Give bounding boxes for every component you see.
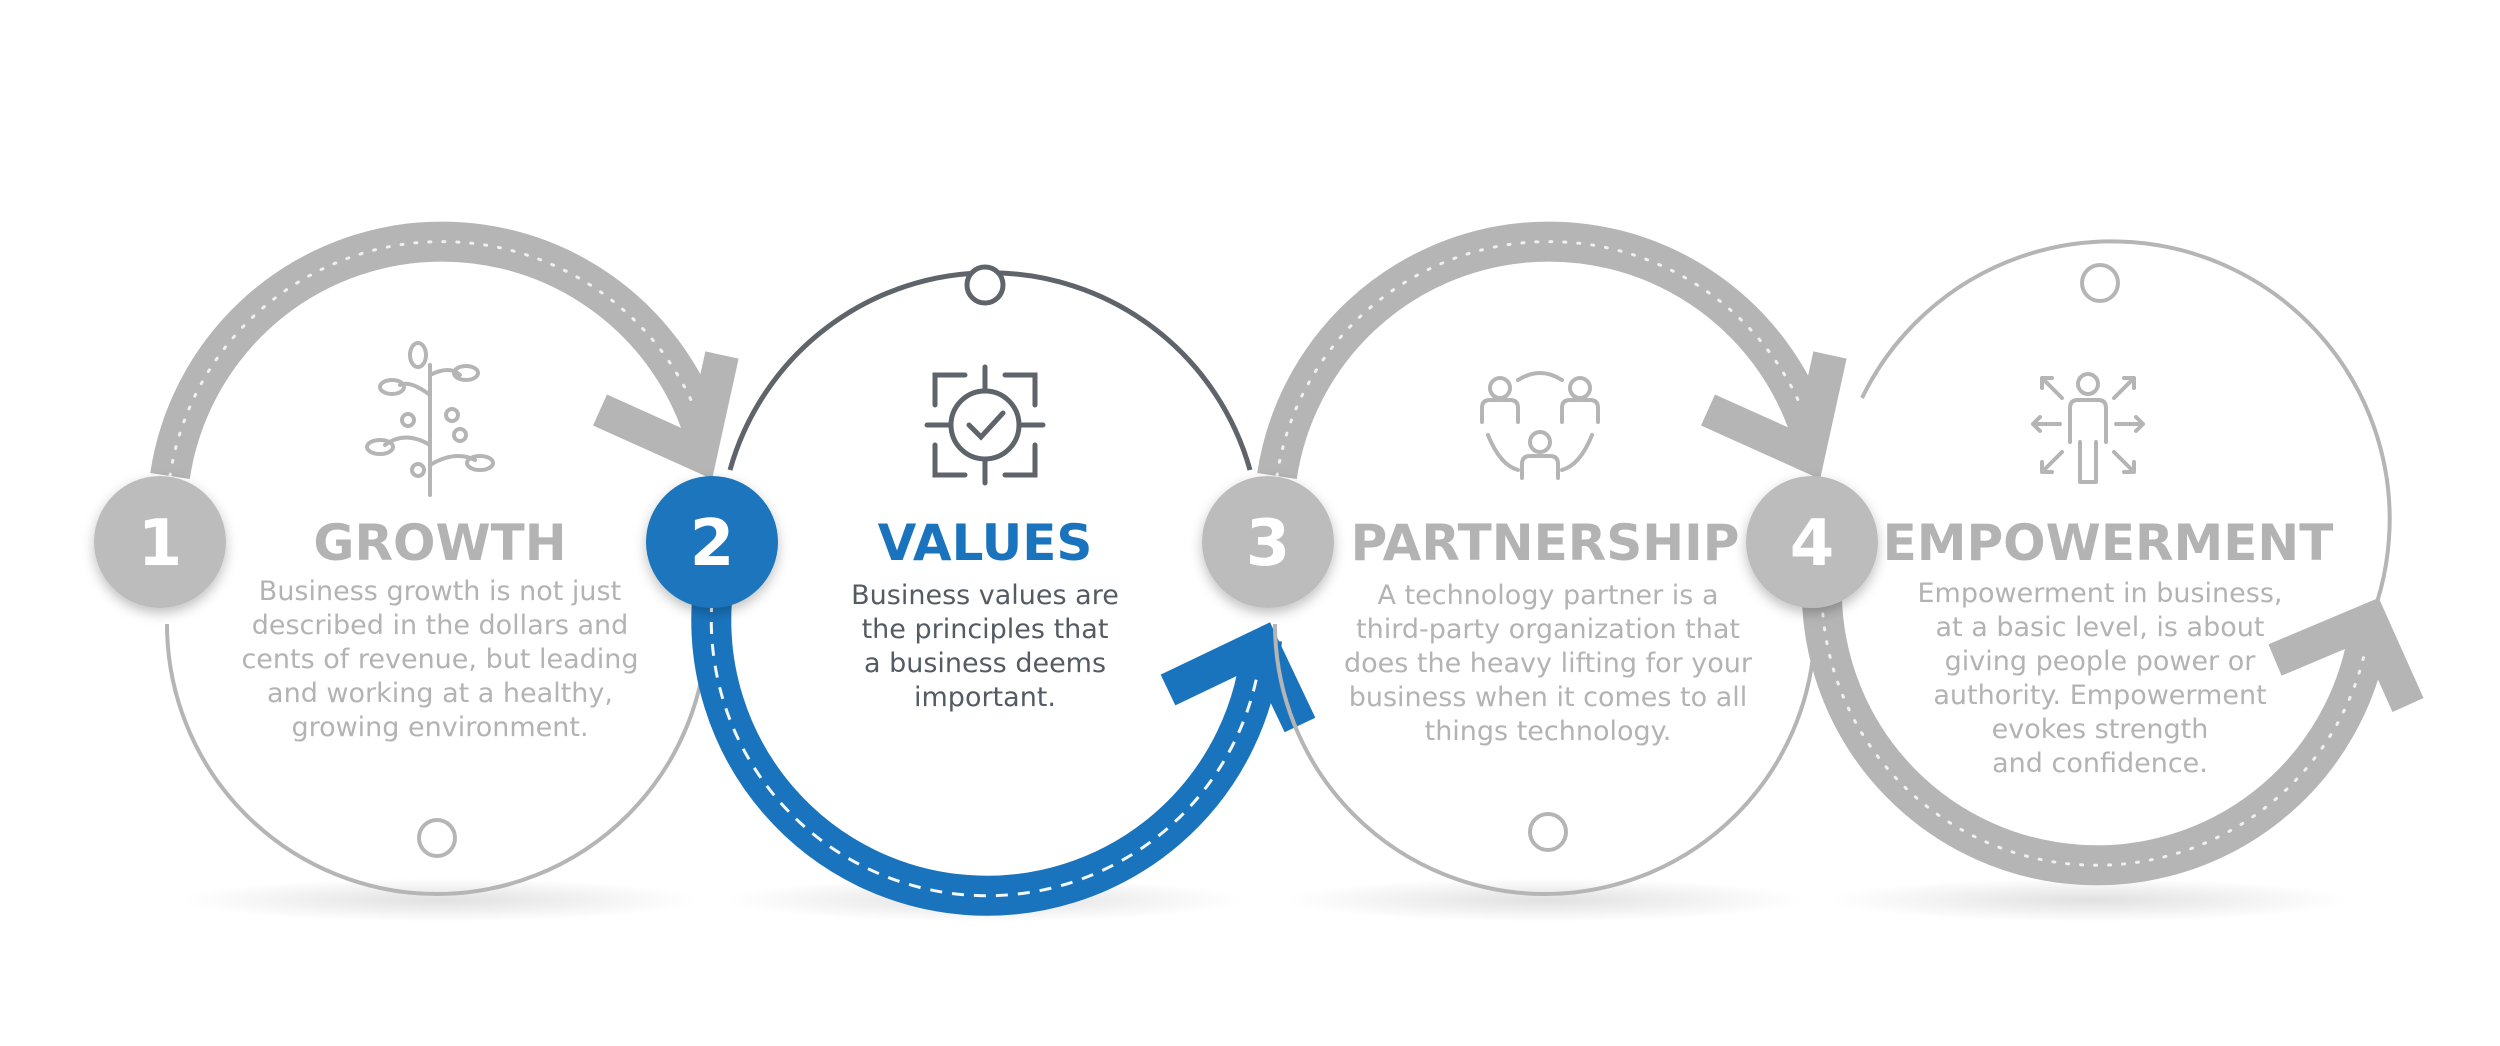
step-1-badge: [94, 476, 226, 608]
svg-text:Business values are: Business values are: [851, 580, 1119, 611]
step-2-dot: [964, 264, 1006, 306]
step-2: VALUES Business values are the principle…: [646, 264, 1316, 916]
svg-text:and working at a healthy,: and working at a healthy,: [267, 678, 613, 709]
svg-text:Business growth is not just: Business growth is not just: [259, 576, 621, 607]
step-1: GROWTH Business growth is not just descr…: [94, 221, 739, 896]
svg-text:does the heavy lifting for you: does the heavy lifting for your: [1344, 648, 1753, 679]
step-1-number: 1: [138, 507, 183, 581]
step-3-number: 3: [1246, 507, 1291, 581]
svg-text:at a basic level, is about: at a basic level, is about: [1936, 612, 2265, 643]
step-4-title: EMPOWERMENT: [1883, 514, 2334, 572]
step-3-badge: [1202, 476, 1334, 608]
step-3: PARTNERSHIP A technology partner is a th…: [1202, 221, 1847, 896]
step-2-number: 2: [690, 507, 735, 581]
step-1-dot: [417, 818, 457, 858]
svg-text:growing environment.: growing environment.: [291, 712, 588, 743]
svg-text:authority. Empowerment: authority. Empowerment: [1933, 680, 2266, 711]
svg-text:cents of revenue, but leading: cents of revenue, but leading: [241, 644, 638, 675]
step-3-ring: [1273, 623, 1817, 896]
svg-text:A technology partner is a: A technology partner is a: [1377, 580, 1718, 611]
step-3-arrowhead: [1701, 351, 1847, 480]
step-3-arrow-arc: [1257, 221, 1829, 479]
ground-shadows: [180, 878, 2350, 922]
svg-text:business when it comes to all: business when it comes to all: [1349, 682, 1748, 713]
step-3-body: A technology partner is a third-party or…: [1344, 580, 1753, 747]
svg-text:third-party organization that: third-party organization that: [1356, 614, 1740, 645]
step-4-dot: [2080, 263, 2120, 303]
svg-text:the principles that: the principles that: [862, 614, 1109, 645]
step-4-arrowhead: [2268, 597, 2424, 712]
step-1-body: Business growth is not just described in…: [241, 576, 638, 743]
step-3-dot: [1528, 812, 1568, 852]
svg-text:Empowerment in business,: Empowerment in business,: [1918, 578, 2283, 609]
svg-text:important.: important.: [914, 682, 1056, 713]
step-2-title: VALUES: [878, 514, 1093, 572]
svg-text:things technology.: things technology.: [1425, 716, 1672, 747]
step-2-body: Business values are the principles that …: [851, 580, 1119, 713]
svg-text:giving people power or: giving people power or: [1945, 646, 2257, 677]
step-1-ring: [165, 623, 709, 896]
target-check-icon: [924, 364, 1046, 486]
step-4-number: 4: [1790, 507, 1835, 581]
step-1-title: GROWTH: [313, 514, 566, 572]
svg-text:and confidence.: and confidence.: [1992, 748, 2208, 779]
plant-icon: [365, 341, 495, 497]
step-4-ring: [1860, 239, 2392, 641]
svg-text:evokes strength: evokes strength: [1992, 714, 2209, 745]
step-1-arrowhead: [593, 351, 739, 480]
person-arrows-icon: [2031, 372, 2145, 484]
step-4-body: Empowerment in business, at a basic leve…: [1918, 578, 2283, 779]
step-4: EMPOWERMENT Empowerment in business, at …: [1746, 239, 2424, 886]
step-2-badge: [646, 476, 778, 608]
svg-text:described in the dollars and: described in the dollars and: [252, 610, 629, 641]
people-network-icon: [1480, 371, 1600, 480]
step-1-arrow-arc: [150, 221, 722, 479]
svg-text:a business deems: a business deems: [864, 648, 1106, 679]
step-3-title: PARTNERSHIP: [1351, 514, 1740, 572]
step-4-badge: [1746, 476, 1878, 608]
